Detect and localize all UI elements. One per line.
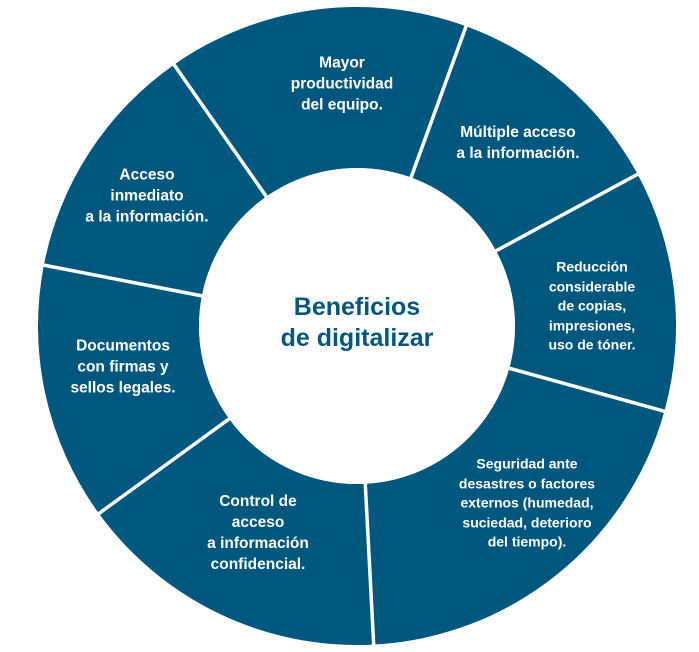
segment-documentos-firmas (37, 265, 230, 514)
segment-mayor-productividad (174, 6, 467, 197)
segment-divider (96, 416, 232, 517)
segment-label-documentos-firmas: Documentos con firmas y sellos legales. (70, 337, 176, 397)
segment-divider (506, 366, 667, 414)
segment-acceso-inmediato (43, 64, 267, 296)
segment-control-acceso (98, 418, 374, 645)
segment-label-seguridad-desastres: Seguridad ante desastres o factores exte… (458, 455, 596, 550)
segment-label-control-acceso: Control de acceso a información confiden… (207, 493, 309, 573)
segment-label-acceso-inmediato: Acceso inmediato a la información. (85, 166, 209, 226)
segment-seguridad-desastres (365, 368, 665, 645)
segment-divider (363, 481, 376, 647)
segment-label-multiple-acceso: Múltiple acceso a la información. (456, 124, 580, 162)
segment-divider (493, 171, 641, 254)
segment-label-mayor-productividad: Mayor productividad del equipo. (290, 54, 394, 114)
segment-divider (171, 62, 269, 200)
segment-reduccion-copias (495, 174, 676, 412)
center-hub (199, 168, 515, 484)
segment-divider (41, 263, 205, 298)
segment-divider (408, 23, 469, 181)
segment-label-reduccion-copias: Reducción considerable de copias, impres… (548, 258, 636, 353)
segment-multiple-acceso (411, 26, 638, 251)
diagram-title: Beneficios de digitalizar (280, 293, 434, 352)
